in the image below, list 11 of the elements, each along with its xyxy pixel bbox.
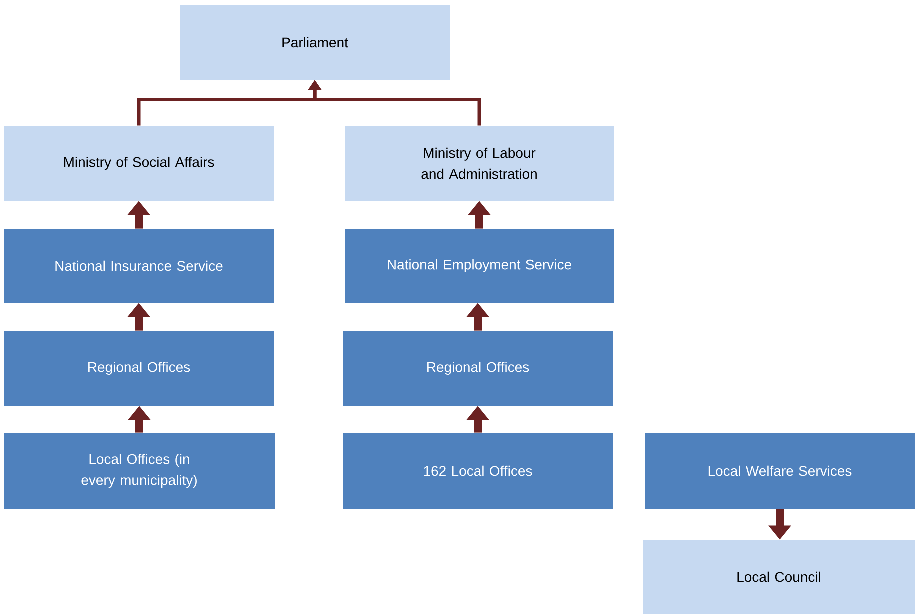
process-box: Regional Offices bbox=[343, 331, 613, 406]
process-box: National Employment Service bbox=[345, 229, 614, 303]
process-box: Ministry of Labour and Administration bbox=[345, 126, 614, 201]
process-box: Parliament bbox=[180, 5, 450, 80]
process-box: Local Offices (in every municipality) bbox=[4, 433, 275, 509]
process-box: Local Council bbox=[643, 540, 915, 614]
process-box: Local Welfare Services bbox=[645, 433, 915, 509]
process-box: Ministry of Social Affairs bbox=[4, 126, 274, 201]
process-box: Regional Offices bbox=[4, 331, 274, 406]
process-box: 162 Local Offices bbox=[343, 433, 613, 509]
process-box: National Insurance Service bbox=[4, 229, 274, 303]
